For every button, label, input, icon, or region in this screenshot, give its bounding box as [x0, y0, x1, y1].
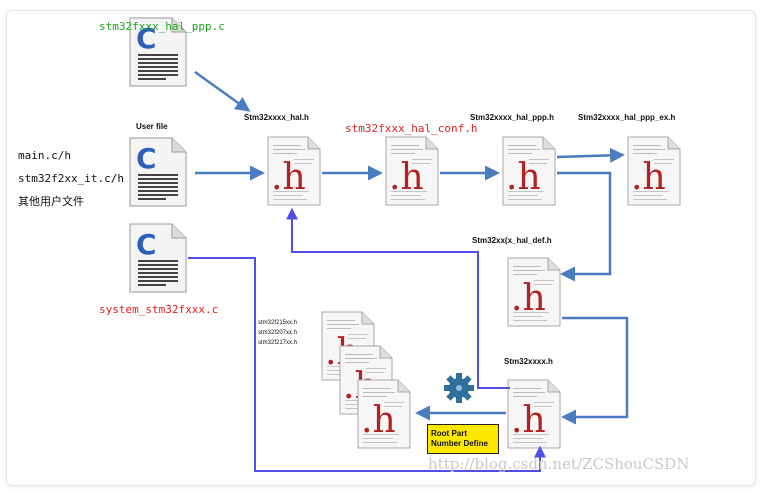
label-device-2: stm32f207xx.h: [258, 330, 298, 336]
label-hal-ppp-h: Stm32xxxx_hal_ppp.h: [470, 113, 555, 122]
label-device-1: stm32f215xx.h: [258, 320, 298, 326]
root-part-line2: Number Define: [431, 439, 488, 448]
arrow-hal-ppp-c-to-hal: [194, 70, 251, 112]
label-main-c: main.c/h: [18, 149, 71, 162]
label-hal-ppp-ex-h: Stm32xxxx_hal_ppp_ex.h: [578, 113, 676, 122]
label-hal-conf-h: stm32fxxx_hal_conf.h: [345, 122, 478, 135]
label-hal-ppp-c: stm32fxxx_hal_ppp.c: [99, 20, 225, 33]
arrow-stm32xxxx-to-hal: [286, 207, 510, 389]
h-file-icon-device-3: [357, 379, 411, 449]
watermark: http://blog.csdn.net/ZCShouCSDN: [428, 455, 690, 473]
c-file-icon-user: [129, 137, 187, 207]
arrow-ppp-to-hal-def: [557, 171, 612, 282]
h-file-icon-hal: [267, 136, 321, 206]
arrow-hal-def-to-stm32xxxx: [561, 316, 629, 425]
label-hal-def-h: Stm32xx(x_hal_def.h: [472, 236, 552, 245]
c-file-icon-system: [129, 223, 187, 293]
root-part-note: Root Part Number Define: [427, 424, 499, 454]
h-file-icon-hal-def: [507, 257, 561, 327]
arrow-ppp-to-ppp-ex: [556, 147, 625, 163]
label-other-files: 其他用户文件: [18, 195, 84, 208]
label-stm32xxxx-h: Stm32xxxx.h: [504, 357, 553, 366]
label-hal-h: Stm32xxxx_hal.h: [244, 113, 309, 122]
label-system-c: system_stm32fxxx.c: [99, 303, 219, 316]
gear-icon: [444, 373, 474, 403]
h-file-icon-stm32xxxx: [507, 379, 561, 449]
label-it-c: stm32f2xx_it.c/h: [18, 172, 124, 185]
h-file-icon-hal-ppp-ex: [627, 136, 681, 206]
label-user-file: User file: [136, 122, 168, 131]
label-device-3: stm32f217xx.h: [258, 340, 298, 346]
arrow-system-to-stm32xxxx: [188, 257, 546, 472]
h-file-icon-hal-conf: [385, 136, 439, 206]
root-part-line1: Root Part: [431, 429, 467, 438]
h-file-icon-hal-ppp: [502, 136, 556, 206]
